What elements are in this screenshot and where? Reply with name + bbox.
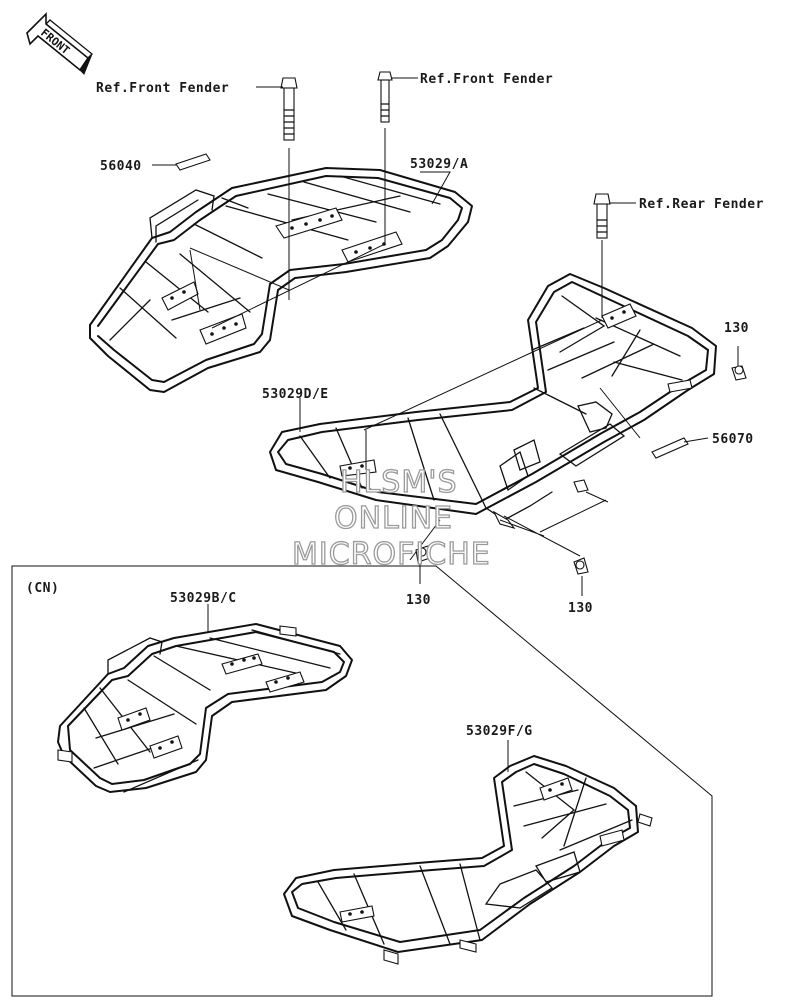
label-part-130-center: 130 — [568, 601, 593, 616]
label-part-53029bc: 53029B/C — [170, 591, 237, 606]
bolt-130-center-icon — [573, 557, 589, 596]
bolt-130-right-icon — [731, 346, 747, 381]
label-cn: (CN) — [26, 581, 59, 596]
bolt-front-fender-1-icon — [189, 77, 298, 311]
front-arrow-icon: FRONT — [26, 12, 93, 75]
decal-56070 — [651, 437, 689, 459]
watermark-line-1: HLSM'S — [340, 465, 458, 500]
bolt-front-fender-2-icon — [211, 71, 393, 329]
watermark-line-3: MICROFICHE — [292, 537, 491, 572]
watermark-line-2: ONLINE — [334, 501, 453, 536]
label-ref-rear-fender: Ref.Rear Fender — [639, 197, 764, 212]
leader-53029a — [420, 171, 451, 205]
rear-rack-53029de — [269, 273, 717, 561]
label-part-53029a: 53029/A — [410, 157, 468, 172]
label-part-53029de: 53029D/E — [262, 387, 329, 402]
cn-region-box — [11, 565, 713, 997]
label-ref-front-fender-1: Ref.Front Fender — [96, 81, 229, 96]
label-part-56070: 56070 — [712, 432, 754, 447]
rear-rack-53029fg — [283, 740, 653, 965]
label-ref-front-fender-2: Ref.Front Fender — [420, 72, 553, 87]
label-part-130-left: 130 — [406, 593, 431, 608]
bolt-130-left-icon — [415, 545, 431, 584]
label-part-53029fg: 53029F/G — [466, 724, 533, 739]
leader-56070 — [683, 437, 709, 443]
label-part-130-right: 130 — [724, 321, 749, 336]
front-rack-53029bc — [57, 604, 353, 793]
decal-56040 — [175, 153, 211, 171]
label-part-56040: 56040 — [100, 159, 142, 174]
front-rack-53029a — [89, 153, 473, 393]
bolt-rear-fender-icon — [363, 193, 611, 431]
watermark: HLSM'S ONLINE MICROFICHE — [291, 464, 491, 572]
